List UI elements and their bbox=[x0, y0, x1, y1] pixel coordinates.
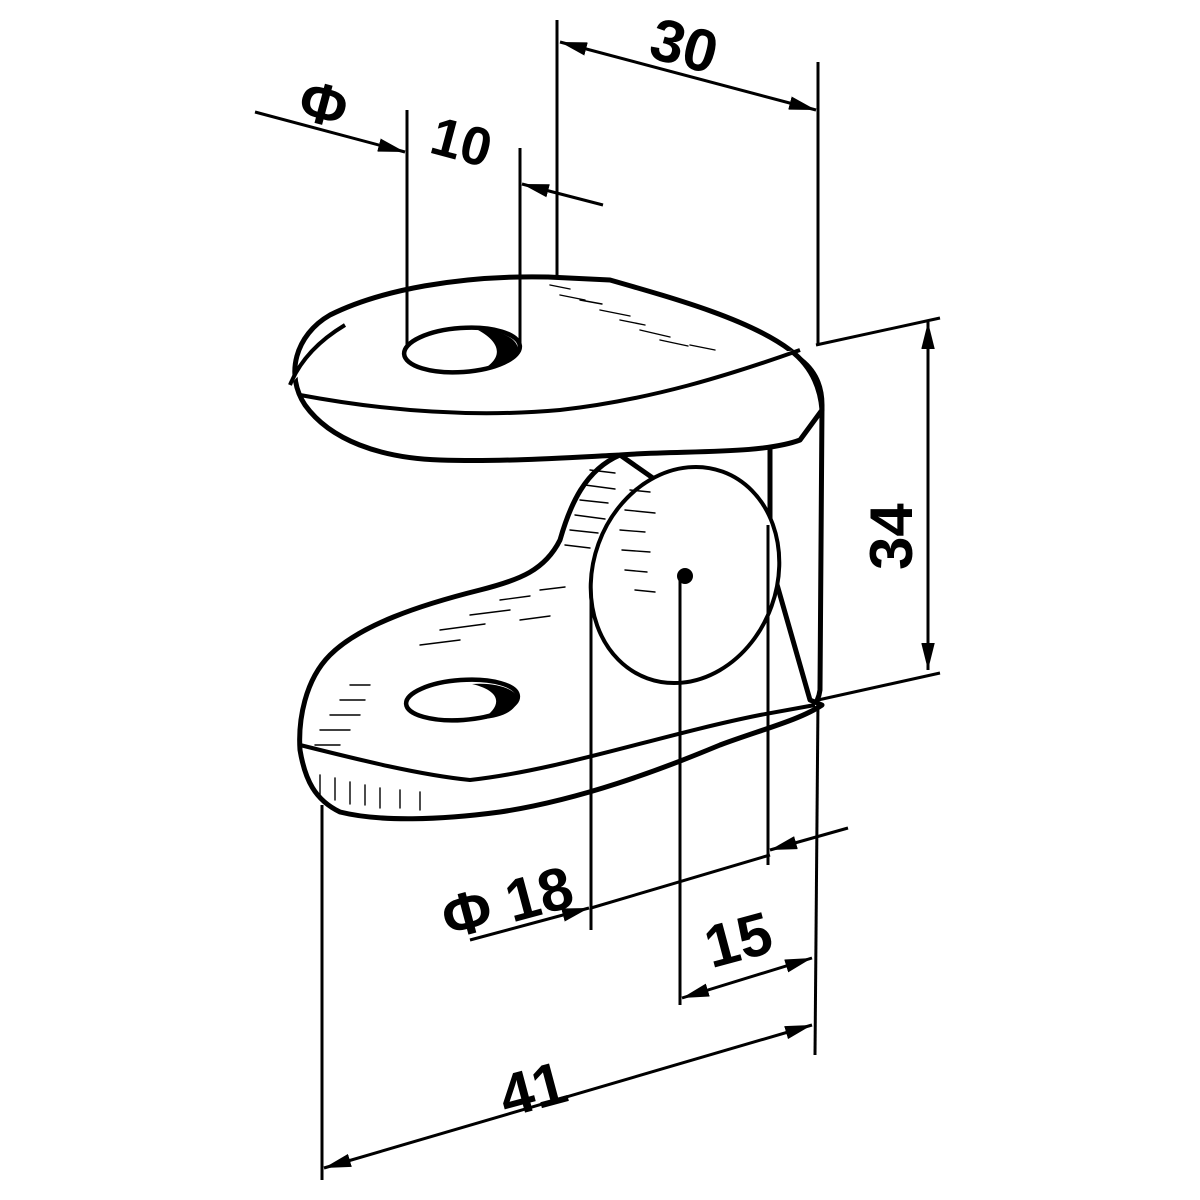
bottom-hole-shadow bbox=[472, 683, 518, 719]
overall-length-label: 41 bbox=[492, 1048, 574, 1130]
upper-arm bbox=[292, 274, 825, 464]
bracket-body bbox=[288, 274, 825, 822]
top-hole-symbol: Φ bbox=[292, 67, 355, 142]
top-hole-shadow bbox=[478, 330, 518, 370]
upper-arm-top-face bbox=[288, 323, 801, 416]
dimension-lines bbox=[254, 20, 941, 1180]
lower-arm-side-face bbox=[299, 703, 816, 782]
round-hole-label: Φ 18 bbox=[435, 853, 580, 952]
width-top-label: 30 bbox=[643, 5, 725, 87]
top-hole-value: 10 bbox=[425, 106, 499, 180]
offset-label: 15 bbox=[697, 899, 779, 981]
shading bbox=[314, 284, 716, 811]
height-label: 34 bbox=[858, 503, 925, 570]
dimension-labels: Φ 10 30 34 Φ 18 15 41 bbox=[292, 5, 925, 1130]
